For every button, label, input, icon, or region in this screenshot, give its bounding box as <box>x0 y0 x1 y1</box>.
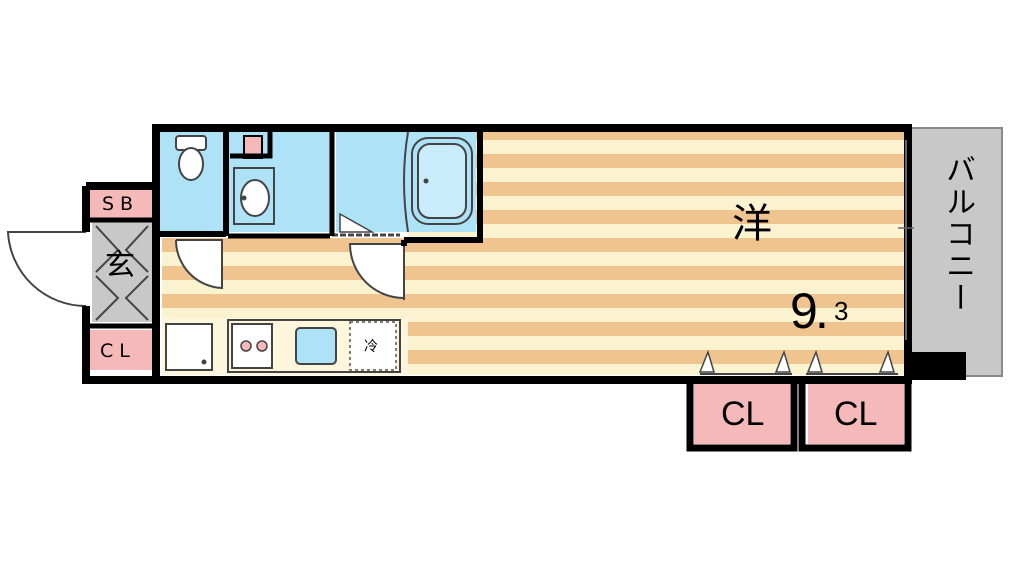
western-room-label: 洋 <box>732 201 772 247</box>
closet-left-label: CL <box>721 395 765 433</box>
closet-right-label: CL <box>834 395 878 433</box>
entry-closet <box>90 330 152 370</box>
room-door-swing <box>348 243 405 300</box>
fridge-space <box>349 321 397 371</box>
entrance-floor <box>92 222 152 322</box>
entrance-label: 玄 <box>105 248 135 283</box>
room-area-decimal: 3 <box>834 296 849 326</box>
entry-closet-label: CL <box>100 340 136 362</box>
closet-left-floor <box>694 382 790 444</box>
shoe-box-label: SB <box>102 193 140 215</box>
entry-door-swing <box>6 231 87 308</box>
fridge-label: 冷 <box>364 339 378 355</box>
kitchen-sink <box>295 327 337 365</box>
closet-right-floor <box>808 382 904 444</box>
balcony-label: バルコニー <box>940 154 975 314</box>
room-area-integer: 9 <box>790 283 818 339</box>
toilet-door-swing <box>174 239 223 290</box>
shoe-box <box>90 190 152 218</box>
sink <box>240 179 270 217</box>
balcony-floor <box>909 127 1003 377</box>
closet-doors <box>698 349 896 373</box>
western-room-floor <box>408 132 904 375</box>
room-area-point: . <box>815 283 829 339</box>
